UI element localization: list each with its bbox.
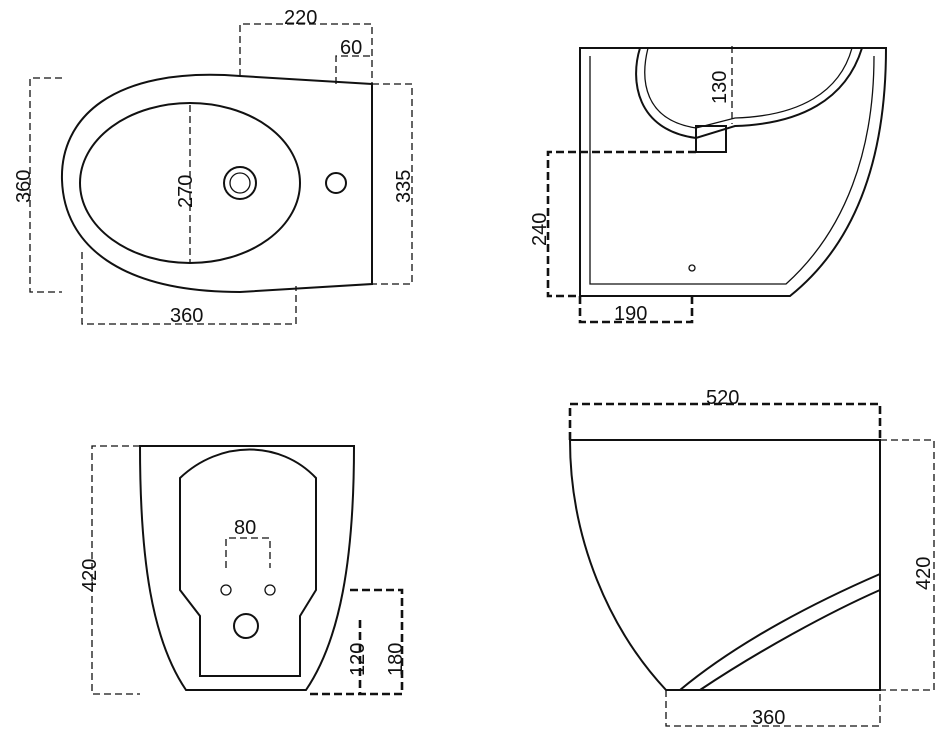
front-outline (138, 445, 356, 691)
dim-label: 180 (385, 643, 407, 676)
dim-120-180 (310, 588, 404, 696)
dim-label: 240 (529, 213, 551, 246)
dim-label: 220 (284, 7, 317, 29)
bowl-section-inner (644, 47, 853, 129)
dim-label: 60 (340, 37, 362, 59)
dim-label: 130 (709, 71, 731, 104)
dim-label: 360 (752, 707, 785, 729)
side-view: 520 420 360 (568, 387, 935, 729)
dim-label: 360 (13, 170, 35, 203)
bolt-hole-right (264, 584, 276, 596)
dim-label: 270 (175, 175, 197, 208)
section-outer (579, 47, 888, 297)
front-view: 80 420 120 180 (79, 445, 407, 696)
drain-hole-inner (229, 172, 251, 194)
bowl-section (635, 47, 863, 140)
dim-360-left (29, 77, 62, 293)
section-inner (589, 55, 875, 285)
dim-label: 190 (614, 303, 647, 325)
dim-label: 420 (79, 559, 101, 592)
dim-label: 335 (393, 170, 415, 203)
dim-label: 420 (913, 557, 935, 590)
front-back-panel (179, 448, 317, 677)
dim-335 (372, 83, 413, 285)
side-outline (568, 439, 881, 691)
side-seam (679, 573, 881, 691)
top-view-outline (60, 73, 373, 294)
dim-420 (91, 445, 140, 695)
dim-220-60 (239, 23, 373, 84)
drain-hole (223, 166, 257, 200)
section-view: 130 240 190 (529, 46, 888, 325)
tap-hole (325, 172, 347, 194)
dim-360-bottom (81, 252, 297, 325)
dim-label: 360 (170, 305, 203, 327)
bowl-outline (79, 102, 301, 264)
top-view: 220 60 360 270 335 360 (13, 7, 415, 327)
dim-240 (546, 150, 696, 298)
outlet-pipe (695, 125, 727, 153)
outlet-hole (233, 613, 259, 639)
dim-190 (578, 296, 694, 324)
dim-360-side (665, 690, 881, 727)
dim-label: 120 (347, 643, 369, 676)
dim-420-side (880, 439, 935, 691)
dim-80 (225, 537, 271, 568)
dim-label: 520 (706, 387, 739, 409)
fixing-hole (688, 264, 696, 272)
dim-520 (568, 402, 882, 440)
bolt-hole-left (220, 584, 232, 596)
dim-label: 80 (234, 517, 256, 539)
